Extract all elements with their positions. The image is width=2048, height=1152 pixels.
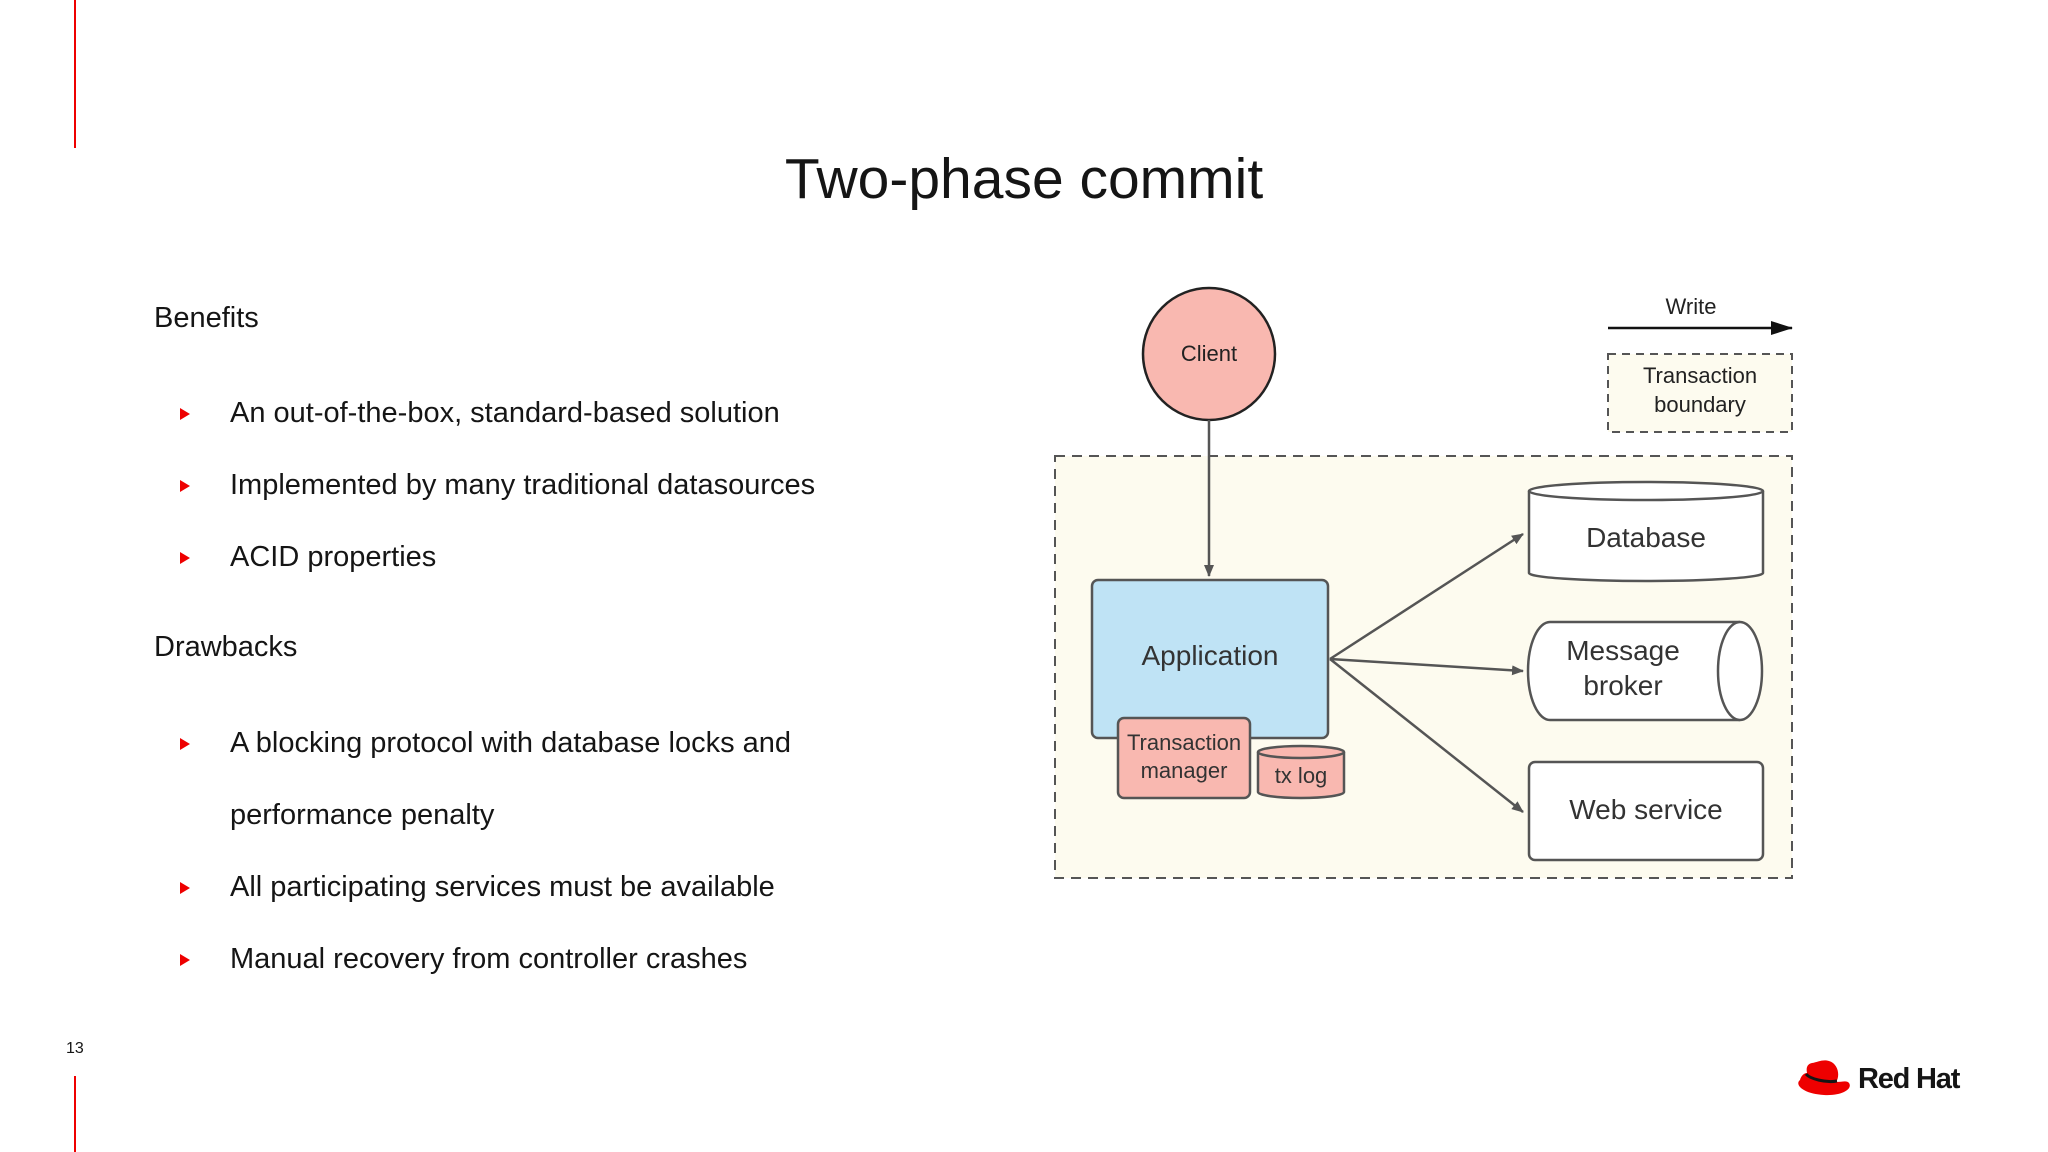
benefits-heading: Benefits bbox=[154, 302, 259, 334]
database-label: Database bbox=[1586, 522, 1706, 553]
bullet-triangle-icon bbox=[180, 954, 190, 966]
list-item: An out-of-the-box, standard-based soluti… bbox=[154, 377, 870, 449]
message-broker-label-line1: Message bbox=[1566, 635, 1680, 666]
application-to-broker-arrow bbox=[1329, 657, 1524, 676]
brand-logo-text: Red Hat bbox=[1858, 1063, 1960, 1095]
list-item-text: ACID properties bbox=[230, 541, 437, 573]
list-item-text: All participating services must be avail… bbox=[230, 871, 775, 903]
tx-log-label: tx log bbox=[1275, 763, 1328, 788]
legend-boundary-box bbox=[1607, 353, 1793, 433]
bullet-triangle-icon bbox=[180, 882, 190, 894]
message-broker-label-line2: broker bbox=[1583, 670, 1662, 701]
bullet-triangle-icon bbox=[180, 480, 190, 492]
list-item-text: An out-of-the-box, standard-based soluti… bbox=[230, 397, 780, 429]
list-item: Implemented by many traditional datasour… bbox=[154, 449, 870, 521]
message-broker-node bbox=[1526, 620, 1764, 722]
application-label: Application bbox=[1142, 640, 1279, 671]
client-label: Client bbox=[1181, 341, 1237, 366]
two-phase-commit-diagram: Write Transaction boundary Client Applic… bbox=[1054, 286, 1793, 879]
transaction-manager-node bbox=[1116, 716, 1252, 800]
bullet-triangle-icon bbox=[180, 552, 190, 564]
database-node bbox=[1527, 480, 1765, 583]
slide-title: Two-phase commit bbox=[784, 147, 1264, 211]
page-number: 13 bbox=[66, 1040, 84, 1057]
web-service-label: Web service bbox=[1569, 794, 1723, 825]
legend-boundary-label-line2: boundary bbox=[1654, 392, 1746, 417]
transaction-manager-label-line2: manager bbox=[1141, 758, 1228, 783]
red-hat-fedora-icon bbox=[1798, 1060, 1850, 1096]
tx-log-node bbox=[1256, 744, 1346, 800]
drawbacks-heading: Drawbacks bbox=[154, 631, 298, 663]
drawbacks-list: A blocking protocol with database locks … bbox=[154, 707, 870, 995]
benefits-list: An out-of-the-box, standard-based soluti… bbox=[154, 377, 870, 593]
application-to-database-arrow bbox=[1329, 532, 1524, 661]
list-item: All participating services must be avail… bbox=[154, 851, 870, 923]
application-to-webservice-arrow bbox=[1329, 658, 1524, 813]
list-item-text: Implemented by many traditional datasour… bbox=[230, 469, 816, 501]
list-item-text: Manual recovery from controller crashes bbox=[230, 943, 748, 975]
list-item: A blocking protocol with database locks … bbox=[154, 707, 870, 851]
list-item-text: A blocking protocol with database locks … bbox=[230, 727, 792, 831]
web-service-node bbox=[1527, 760, 1765, 862]
accent-line-top bbox=[74, 0, 76, 148]
legend-write-label: Write bbox=[1666, 294, 1717, 319]
list-item: ACID properties bbox=[154, 521, 870, 593]
bullet-triangle-icon bbox=[180, 738, 190, 750]
list-item: Manual recovery from controller crashes bbox=[154, 923, 870, 995]
legend-boundary-label-line1: Transaction bbox=[1643, 363, 1757, 388]
bullet-triangle-icon bbox=[180, 408, 190, 420]
transaction-manager-label-line1: Transaction bbox=[1127, 730, 1241, 755]
accent-line-bottom bbox=[74, 1076, 76, 1152]
